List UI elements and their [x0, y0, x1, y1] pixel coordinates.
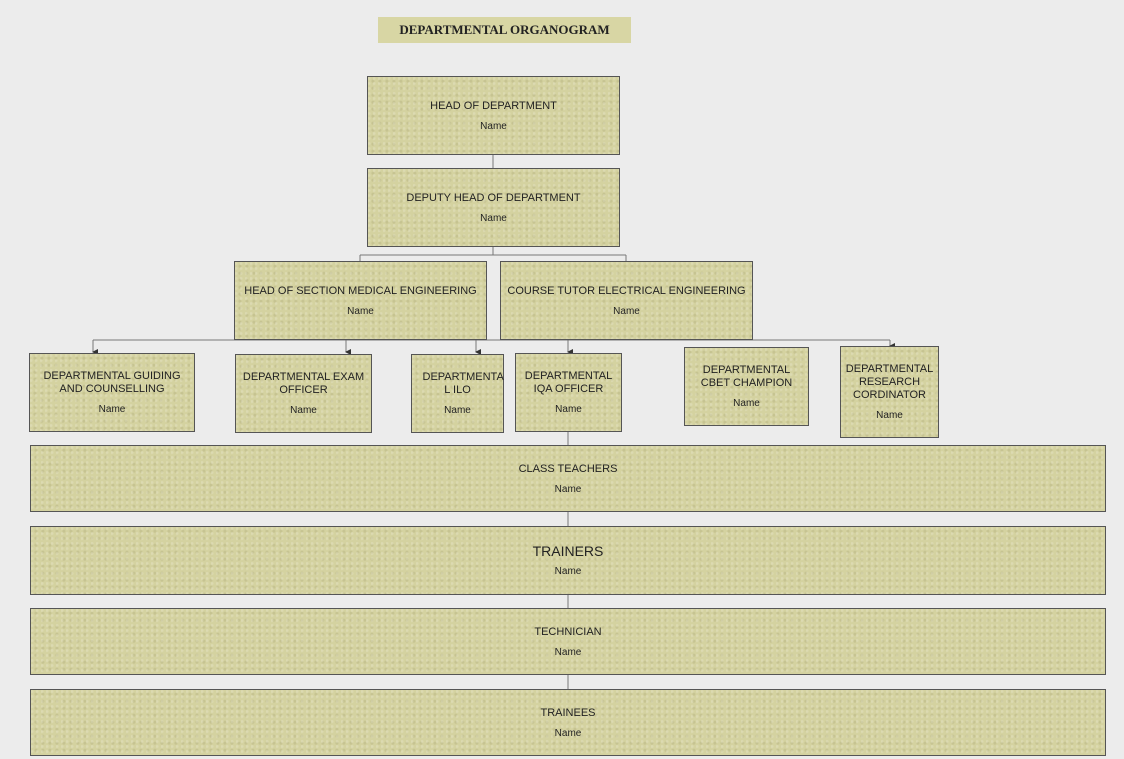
- role-label: HEAD OF DEPARTMENT: [430, 99, 557, 112]
- role-label: DEPARTMENTAL RESEARCH CORDINATOR: [845, 363, 934, 401]
- role-label: DEPARTMENTAL EXAM OFFICER: [242, 371, 365, 396]
- node-trainees: TRAINEES Name: [30, 689, 1106, 756]
- node-ilo: DEPARTMENTA L ILO Name: [411, 354, 504, 433]
- name-label: Name: [98, 404, 126, 415]
- role-label: TRAINEES: [540, 706, 596, 719]
- name-label: Name: [444, 405, 471, 416]
- role-label: COURSE TUTOR ELECTRICAL ENGINEERING: [507, 284, 746, 297]
- node-guiding-counselling: DEPARTMENTAL GUIDING AND COUNSELLING Nam…: [29, 353, 195, 432]
- role-label: CLASS TEACHERS: [518, 462, 618, 475]
- node-research-coordinator: DEPARTMENTAL RESEARCH CORDINATOR Name: [840, 346, 939, 438]
- page-title: DEPARTMENTAL ORGANOGRAM: [378, 17, 631, 43]
- name-label: Name: [554, 565, 582, 577]
- role-label: TECHNICIAN: [534, 625, 602, 638]
- role-label: DEPARTMENTAL IQA OFFICER: [524, 370, 613, 395]
- name-label: Name: [347, 305, 374, 317]
- name-label: Name: [480, 120, 507, 132]
- name-label: Name: [876, 410, 903, 421]
- name-label: Name: [554, 646, 582, 658]
- node-exam-officer: DEPARTMENTAL EXAM OFFICER Name: [235, 354, 372, 433]
- node-course-tutor-electrical: COURSE TUTOR ELECTRICAL ENGINEERING Name: [500, 261, 753, 340]
- role-label: TRAINERS: [532, 542, 604, 559]
- role-label: DEPARTMENTAL GUIDING AND COUNSELLING: [43, 370, 181, 395]
- name-label: Name: [555, 404, 582, 415]
- node-head-of-section-medical: HEAD OF SECTION MEDICAL ENGINEERING Name: [234, 261, 487, 340]
- role-label: DEPARTMENTA L ILO: [422, 371, 504, 396]
- name-label: Name: [554, 727, 582, 739]
- role-label: DEPUTY HEAD OF DEPARTMENT: [406, 191, 581, 204]
- name-label: Name: [613, 305, 640, 317]
- name-label: Name: [290, 405, 317, 416]
- node-iqa-officer: DEPARTMENTAL IQA OFFICER Name: [515, 353, 622, 432]
- role-label: DEPARTMENTAL CBET CHAMPION: [700, 364, 793, 389]
- node-trainers: TRAINERS Name: [30, 526, 1106, 595]
- node-technician: TECHNICIAN Name: [30, 608, 1106, 675]
- node-deputy-head: DEPUTY HEAD OF DEPARTMENT Name: [367, 168, 620, 247]
- name-label: Name: [480, 212, 507, 224]
- name-label: Name: [733, 398, 760, 409]
- node-class-teachers: CLASS TEACHERS Name: [30, 445, 1106, 512]
- node-head-of-department: HEAD OF DEPARTMENT Name: [367, 76, 620, 155]
- role-label: HEAD OF SECTION MEDICAL ENGINEERING: [244, 284, 477, 297]
- node-cbet-champion: DEPARTMENTAL CBET CHAMPION Name: [684, 347, 809, 426]
- name-label: Name: [554, 483, 582, 495]
